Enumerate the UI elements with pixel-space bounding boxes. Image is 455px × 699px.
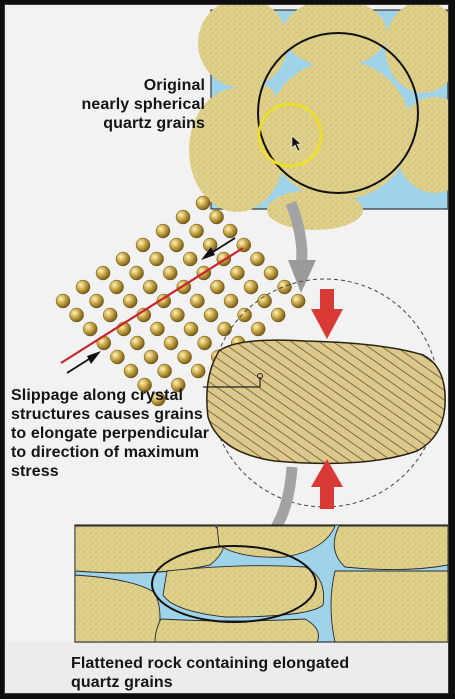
crystal-lattice <box>55 195 306 407</box>
lattice-atom <box>175 209 191 225</box>
lattice-atom <box>156 293 172 309</box>
compression-arrow-bottom <box>311 459 343 509</box>
lattice-atom <box>163 335 179 351</box>
lattice-atom <box>190 293 205 309</box>
lattice-atom <box>135 237 151 253</box>
lattice-atom <box>150 321 165 337</box>
lattice-atom <box>190 363 206 379</box>
lattice-atom <box>149 251 164 267</box>
lattice-atom <box>243 279 259 295</box>
lattice-atom <box>177 349 192 365</box>
slip-arrow-upper <box>201 237 236 260</box>
lattice-atom <box>257 293 272 309</box>
diagram-frame: Original nearly spherical quartz grains … <box>4 4 449 694</box>
lattice-atom <box>223 293 239 309</box>
compression-arrow-top <box>311 289 343 339</box>
lattice-atom <box>102 307 118 323</box>
caption-line: Slippage along crystal <box>11 387 184 404</box>
caption-line: to direction of maximum <box>11 444 200 461</box>
lattice-atom <box>150 391 166 407</box>
lattice-atom <box>122 293 138 309</box>
caption-line: quartz grains <box>103 115 205 132</box>
flattened-rock-panel <box>74 524 448 643</box>
lattice-atom <box>137 377 152 393</box>
slip-plane <box>60 237 244 374</box>
lattice-atom <box>155 223 171 239</box>
caption-flattened-rock: Flattened rock containing elongated quar… <box>71 654 431 692</box>
lattice-atom <box>203 307 219 323</box>
caption-line: structures causes grains <box>11 406 203 423</box>
lattice-atom <box>157 363 172 379</box>
lattice-atom <box>209 209 224 225</box>
lattice-atom <box>169 237 184 253</box>
lattice-atom <box>230 265 245 281</box>
lattice-atom <box>129 265 144 281</box>
lattice-atom <box>95 265 111 281</box>
lattice-atom <box>270 307 286 323</box>
slip-arrow-lower <box>66 351 101 374</box>
flattened-quartz-grains <box>74 525 448 643</box>
highlight-circle <box>257 102 323 168</box>
lattice-atom <box>250 321 266 337</box>
caption-slippage: Slippage along crystal structures causes… <box>11 386 251 481</box>
lattice-atom <box>82 321 98 337</box>
lattice-atom <box>109 279 124 295</box>
lattice-atom <box>123 363 139 379</box>
lattice-atom <box>69 307 84 323</box>
caption-line: Original <box>143 77 205 94</box>
caption-line: quartz grains <box>71 674 173 691</box>
lattice-atom <box>55 293 71 309</box>
lattice-atom <box>75 279 91 295</box>
lattice-atom <box>263 265 279 281</box>
caption-line: stress <box>11 463 59 480</box>
lattice-atom <box>210 279 225 295</box>
outline-ellipse <box>151 545 317 623</box>
caption-line: nearly spherical <box>81 96 205 113</box>
lattice-atom <box>182 251 198 267</box>
lattice-atom <box>115 251 131 267</box>
lattice-atom <box>277 279 292 295</box>
lattice-atom <box>197 335 212 351</box>
caption-original-grains: Original nearly spherical quartz grains <box>45 76 205 133</box>
pointer-line <box>203 377 261 388</box>
flow-arrow-top <box>285 201 316 293</box>
elongated-grain <box>206 339 446 465</box>
round-quartz-grains <box>189 5 448 230</box>
lattice-atom <box>130 335 145 351</box>
lattice-atom <box>195 195 211 211</box>
lattice-atom <box>183 321 199 337</box>
original-grains-panel <box>189 5 448 230</box>
lattice-atom <box>189 223 204 239</box>
mouse-pointer-icon <box>291 135 302 152</box>
caption-line: to elongate perpendicular <box>11 425 210 442</box>
lattice-atom <box>89 293 104 309</box>
lattice-atom <box>290 293 306 309</box>
outline-circle <box>257 32 419 194</box>
lattice-atom <box>237 307 252 323</box>
lattice-atom <box>143 349 159 365</box>
diagram-canvas <box>55 5 448 643</box>
lattice-atom <box>217 321 232 337</box>
lattice-atom <box>222 223 238 239</box>
lattice-atom <box>142 279 158 295</box>
lattice-atom <box>110 349 125 365</box>
lattice-atom <box>170 377 186 393</box>
lattice-atom <box>162 265 178 281</box>
lattice-atom <box>170 307 185 323</box>
lattice-atom <box>250 251 265 267</box>
caption-line: Flattened rock containing elongated <box>71 655 350 672</box>
bottom-band <box>5 642 448 693</box>
